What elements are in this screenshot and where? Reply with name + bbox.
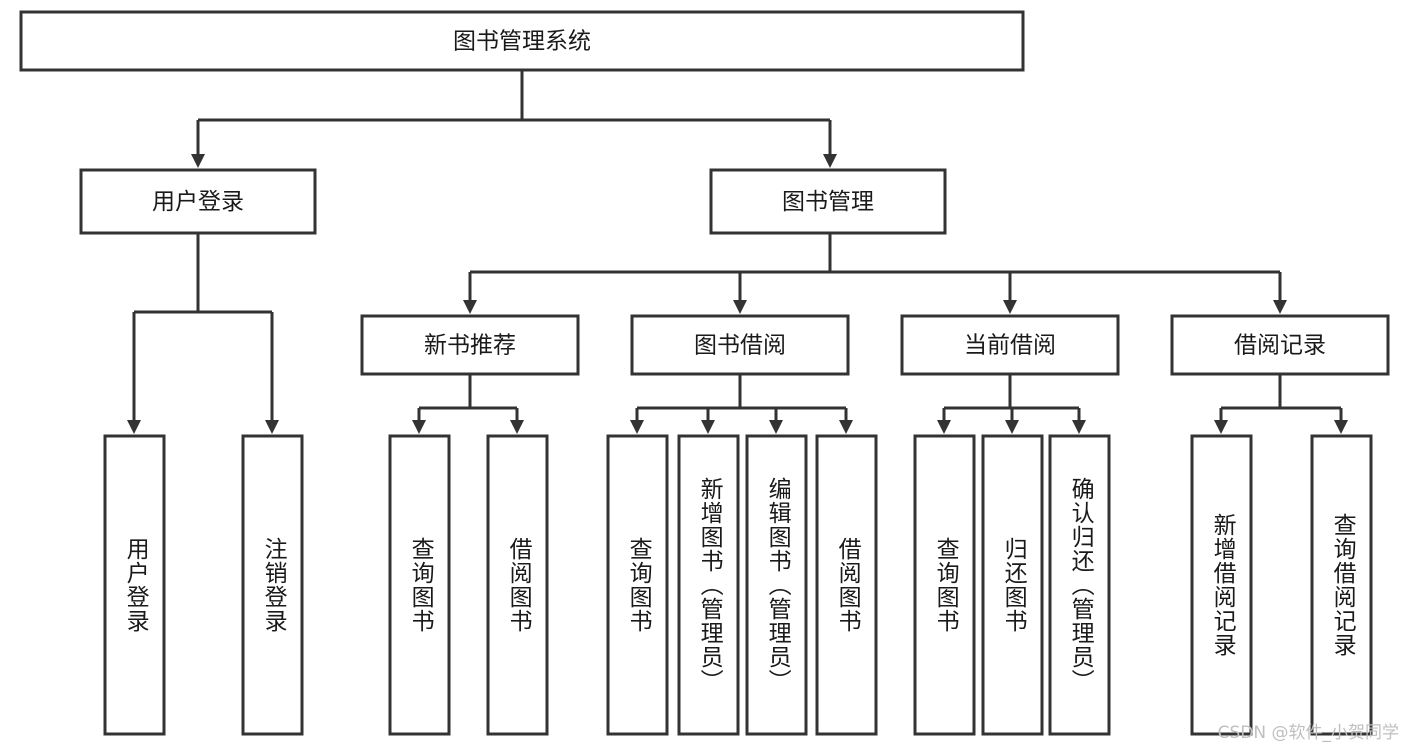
node-box-book-management[interactable] [709, 168, 947, 235]
node-label-new-book-recommend: 新书推荐 [424, 333, 516, 359]
arrow-head-icon [191, 154, 205, 168]
arrow-head-icon [1334, 420, 1348, 434]
node-box-leaf-query-book-current[interactable] [913, 434, 976, 736]
arrow-head-icon [463, 300, 477, 314]
arrow-head-icon [823, 154, 837, 168]
node-label-borrow-record: 借阅记录 [1234, 333, 1326, 359]
node-label-book-borrow: 图书借阅 [694, 333, 786, 359]
arrow-head-icon [1072, 420, 1086, 434]
arrow-head-icon [733, 300, 747, 314]
arrow-head-icon [1214, 420, 1228, 434]
node-box-leaf-query-borrow-record[interactable] [1310, 434, 1373, 736]
node-box-borrow-record[interactable] [1170, 314, 1390, 376]
node-box-leaf-return-book[interactable] [981, 434, 1044, 736]
node-box-leaf-logout[interactable] [241, 434, 304, 736]
arrow-head-icon [937, 420, 951, 434]
node-box-root[interactable] [19, 10, 1025, 72]
node-layer [19, 10, 1390, 736]
arrow-head-icon [630, 420, 644, 434]
arrow-head-icon [265, 420, 279, 434]
node-box-leaf-add-book-admin[interactable] [677, 434, 740, 736]
node-box-leaf-borrow-book[interactable] [815, 434, 878, 736]
arrow-head-icon [1273, 300, 1287, 314]
node-box-leaf-confirm-return-admin[interactable] [1048, 434, 1111, 736]
arrow-head-icon [769, 420, 783, 434]
csdn-watermark: CSDN @软件_小贺同学 [1217, 723, 1399, 743]
node-box-current-borrow[interactable] [900, 314, 1120, 376]
arrow-head-icon [701, 420, 715, 434]
arrow-layer [127, 154, 1348, 434]
node-label-user-login: 用户登录 [152, 189, 244, 215]
node-box-leaf-borrow-book-rec[interactable] [486, 434, 549, 736]
node-box-leaf-query-book-borrow[interactable] [606, 434, 669, 736]
arrow-head-icon [412, 420, 426, 434]
node-box-user-login[interactable] [79, 168, 317, 235]
node-label-current-borrow: 当前借阅 [964, 333, 1056, 359]
node-label-root: 图书管理系统 [453, 29, 591, 55]
arrow-head-icon [127, 420, 141, 434]
arrow-head-icon [1003, 300, 1017, 314]
node-box-leaf-user-login[interactable] [103, 434, 166, 736]
arrow-head-icon [839, 420, 853, 434]
arrow-head-icon [510, 420, 524, 434]
arrow-head-icon [1005, 420, 1019, 434]
node-label-book-management: 图书管理 [782, 189, 874, 215]
node-box-leaf-edit-book-admin[interactable] [745, 434, 808, 736]
node-box-leaf-query-book-rec[interactable] [388, 434, 451, 736]
node-box-book-borrow[interactable] [630, 314, 850, 376]
node-box-new-book-recommend[interactable] [360, 314, 580, 376]
node-box-leaf-add-borrow-record[interactable] [1190, 434, 1253, 736]
